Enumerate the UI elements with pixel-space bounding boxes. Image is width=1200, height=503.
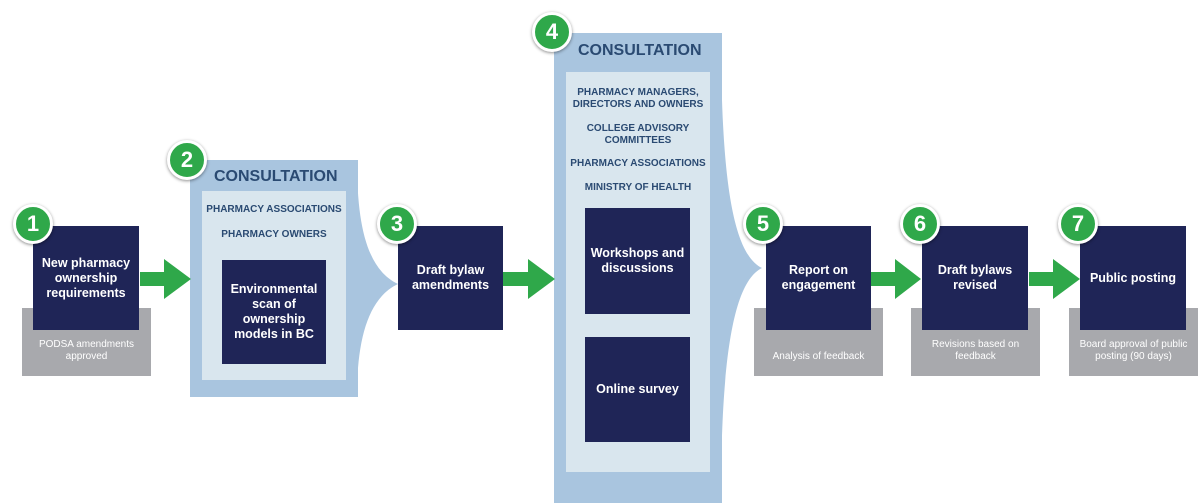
funnel-2 [357,161,398,396]
step-badge-3: 3 [377,204,417,244]
online-survey-box: Online survey [585,337,690,442]
arrow-1-2 [140,259,191,299]
step-5-box: Report on engagement [766,226,871,330]
step-7-box: Public posting [1080,226,1186,330]
participant-pharmacy-associations-4: PHARMACY ASSOCIATIONS [570,158,706,169]
workshops-box: Workshops and discussions [585,208,690,314]
step-3-box: Draft bylaw amendments [398,226,503,330]
funnel-4 [721,34,762,500]
step-badge-7: 7 [1058,204,1098,244]
step-badge-1: 1 [13,204,53,244]
participant-pharmacy-associations: PHARMACY ASSOCIATIONS [206,204,342,215]
environmental-scan-box: Environmental scan of ownership models i… [222,260,326,364]
step-badge-5: 5 [743,204,783,244]
arrow-5-6 [871,259,921,299]
participant-college-advisory-committees: COLLEGE ADVISORY COMMITTEES [586,123,690,146]
step-badge-4: 4 [532,12,572,52]
consultation-title-4: CONSULTATION [578,42,702,59]
step-badge-2: 2 [167,140,207,180]
participant-pharmacy-owners: PHARMACY OWNERS [221,229,327,240]
step-1-box: New pharmacy ownership requirements [33,226,139,330]
participant-pharmacy-managers: PHARMACY MANAGERS, DIRECTORS AND OWNERS [572,87,704,110]
step-badge-6: 6 [900,204,940,244]
participant-ministry-of-health: MINISTRY OF HEALTH [584,182,692,193]
arrow-3-4 [503,259,555,299]
step-6-box: Draft bylaws revised [922,226,1028,330]
consultation-title-2: CONSULTATION [214,168,338,185]
arrow-6-7 [1029,259,1080,299]
